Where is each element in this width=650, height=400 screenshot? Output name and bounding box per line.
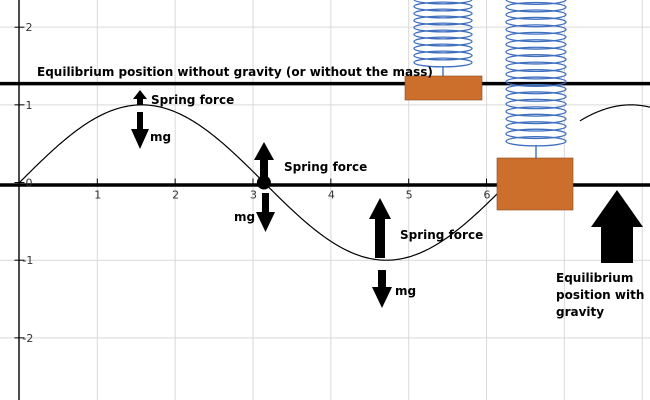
- spring-with-gravity: [496, 0, 574, 211]
- gravity-equilibrium-arrow: [591, 190, 643, 263]
- no-gravity-equilibrium-label: Equilibrium position without gravity (or…: [37, 65, 433, 79]
- spring-force-label-1: Spring force: [151, 93, 234, 107]
- x-tick-label: 4: [328, 189, 335, 202]
- displacement-curve-tail: [579, 104, 650, 122]
- spring-force-label-3: Spring force: [400, 228, 483, 242]
- gravity-equilibrium-label-line3: gravity: [556, 305, 604, 319]
- spring-force-arrow-2: [254, 142, 274, 177]
- x-tick-label: 5: [406, 189, 413, 202]
- mg-arrow-2: [256, 193, 275, 232]
- axis-ticks: 1 2 3 4 5 6 2 1 0 -1 -2: [14, 21, 491, 345]
- y-tick-label: 2: [25, 21, 32, 34]
- x-tick-label: 1: [94, 189, 101, 202]
- spring-force-arrow-3: [369, 198, 391, 258]
- mass-2: [496, 157, 574, 211]
- spring-1-coil: [413, 0, 473, 68]
- force-arrows-middle: [254, 142, 275, 232]
- y-tick-label: -1: [22, 254, 33, 267]
- spring-force-arrow-1: [133, 90, 147, 105]
- y-tick-label: -2: [22, 332, 33, 345]
- spring-force-label-2: Spring force: [284, 160, 367, 174]
- mg-label-3: mg: [395, 284, 416, 298]
- mass-1: [404, 75, 483, 101]
- mg-arrow-3: [372, 270, 392, 308]
- x-tick-label: 3: [250, 189, 257, 202]
- mg-arrow-1: [131, 112, 149, 149]
- spring-2-coil: [505, 0, 567, 147]
- mg-label-2: mg: [234, 210, 255, 224]
- spring-without-gravity: [404, 0, 483, 101]
- equilibrium-point: [256, 175, 271, 190]
- y-tick-label: 0: [25, 177, 32, 190]
- gravity-equilibrium-label-line2: position with: [556, 288, 644, 302]
- x-tick-label: 6: [484, 189, 491, 202]
- y-tick-label: 1: [25, 99, 32, 112]
- x-tick-label: 2: [172, 189, 179, 202]
- gravity-equilibrium-label-line1: Equilibrium: [556, 271, 633, 285]
- force-arrows-peak: [131, 90, 149, 149]
- force-arrows-trough: [369, 198, 392, 308]
- mg-label-1: mg: [150, 130, 171, 144]
